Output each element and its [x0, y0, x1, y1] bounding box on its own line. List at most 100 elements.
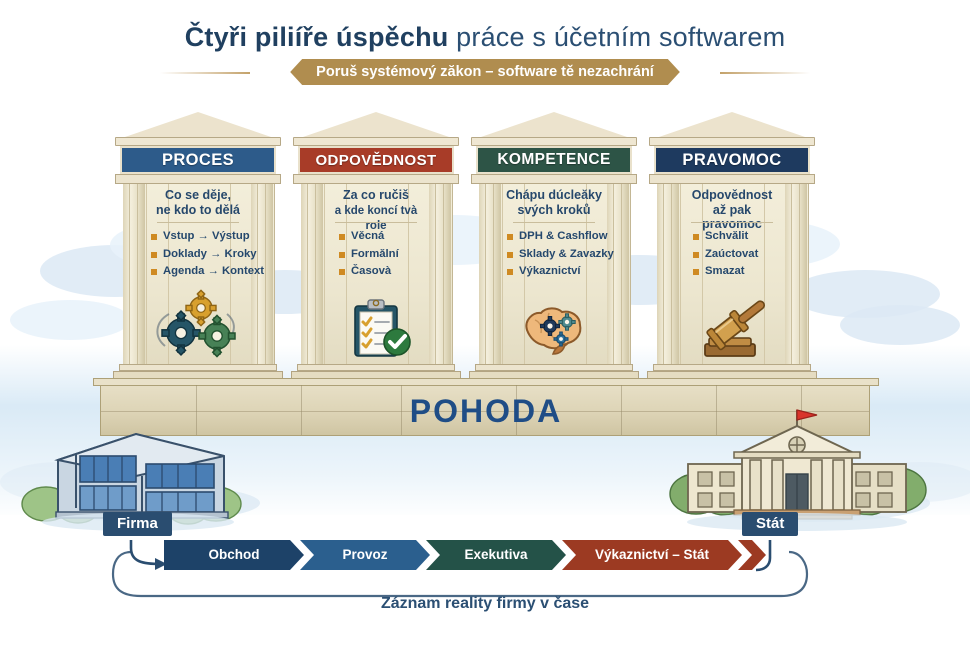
- flow-step-obchod[interactable]: Obchod: [164, 540, 304, 570]
- column-right: [251, 184, 273, 364]
- pillar-pravomoc[interactable]: PRAVOMOC Odpovědnost až pak pravomoc Sch…: [647, 108, 817, 388]
- subtitle-line-2: a kde koncí tvà role: [334, 204, 418, 233]
- bullet-square-icon: [151, 269, 157, 275]
- bullet-square-icon: [507, 269, 513, 275]
- pillar-bullets: DPH & Cashflow Sklady & Zavazky Výkaznic…: [507, 230, 614, 283]
- ribbon-rule-left: [160, 72, 250, 74]
- bullet-square-icon: [693, 269, 699, 275]
- bullet-square-icon: [339, 251, 345, 258]
- pillar-subtitle: Co se děje, ne kdo to dělá: [149, 188, 247, 217]
- pillar-kompetence[interactable]: KOMPETENCE Chápu dúcleăky svých kroků DP…: [469, 108, 639, 388]
- bullet-label: Doklady → Kroky: [163, 247, 257, 260]
- subtitle-ribbon-wrap: Poruš systémový zăkon – software tě neza…: [0, 59, 970, 87]
- gears-icon: [149, 289, 247, 358]
- bullet-square-icon: [151, 234, 157, 240]
- brain-gears-icon: [505, 300, 603, 358]
- cloud-shape: [840, 305, 960, 345]
- pillar-panel: Za co ručiš a kde koncí tvà role Věcná F…: [327, 188, 425, 360]
- stat-label: Stát: [742, 512, 799, 536]
- pediment: [299, 108, 453, 138]
- bullet-square-icon: [151, 251, 157, 258]
- flow-caption: Záznam reality firmy v čase: [380, 595, 590, 612]
- bullet-item: Časovà: [339, 265, 437, 278]
- pillar-subtitle: Odpovědnost až pak pravomoc: [683, 188, 781, 232]
- bullet-item: Agenda → Kontext: [151, 265, 264, 278]
- pillar-title: PROCES: [161, 150, 235, 169]
- process-flow: Obchod Provoz Exekutiva Výkaznictví – St…: [0, 540, 970, 600]
- capital: [115, 174, 281, 184]
- pillar-panel: Odpovědnost až pak pravomoc Schvălit Zaú…: [683, 188, 781, 360]
- pillar-bullets: Schvălit Zaúctovat Smazat: [693, 230, 791, 283]
- pediment: [121, 108, 275, 138]
- pillar-title: KOMPETENCE: [497, 151, 611, 168]
- entablature: [293, 137, 459, 146]
- bullet-item: Formălní: [339, 248, 437, 261]
- flow-step-provoz[interactable]: Provoz: [300, 540, 430, 570]
- bullet-item: Schvălit: [693, 230, 791, 243]
- subtitle-line-1: Chápu dúcleăky: [506, 188, 602, 202]
- bullet-label: Smazat: [705, 265, 745, 277]
- entablature: [115, 137, 281, 146]
- column-right: [607, 184, 629, 364]
- bullet-label: Sklady & Zavazky: [519, 247, 614, 260]
- pillar-proces[interactable]: PROCES Co se děje, ne kdo to dělá Vstup …: [113, 108, 283, 388]
- bullet-item: Sklady & Zavazky: [507, 248, 614, 261]
- column-right: [785, 184, 807, 364]
- flow-step-exekutiva[interactable]: Exekutiva: [426, 540, 566, 570]
- bullet-square-icon: [339, 269, 345, 275]
- bullet-item: Zaúctovat: [693, 248, 791, 261]
- bullet-label: Časovà: [351, 265, 392, 277]
- entablature: [471, 137, 637, 146]
- pediment: [477, 108, 631, 138]
- bullet-square-icon: [339, 234, 345, 240]
- ground-scene: Firma Stát: [0, 409, 970, 542]
- panel-divider: [513, 222, 595, 223]
- bullet-square-icon: [507, 234, 513, 240]
- column-left: [123, 184, 145, 364]
- bullet-square-icon: [507, 251, 513, 258]
- pediment: [655, 108, 809, 138]
- subtitle-line-1: Za co ručiš: [343, 188, 409, 202]
- bullet-label: Zaúctovat: [705, 247, 759, 260]
- subtitle-line-2: až pak pravomoc: [702, 202, 762, 232]
- subtitle-ribbon: Poruš systémový zăkon – software tě neza…: [290, 59, 680, 85]
- pillars-row: PROCES Co se děje, ne kdo to dělá Vstup …: [0, 108, 970, 388]
- pillar-odpovednost[interactable]: ODPOVĚDNOST Za co ručiš a kde koncí tvà …: [291, 108, 461, 388]
- pillar-subtitle: Za co ručiš a kde koncí tvà role: [327, 188, 425, 234]
- subtitle-line-1: Co se děje,: [165, 188, 231, 202]
- pillar-header-odpovednost: ODPOVĚDNOST: [298, 146, 454, 174]
- pillar-bullets: Věcná Formălní Časovà: [339, 230, 437, 283]
- bullet-square-icon: [693, 234, 699, 240]
- bullet-item: Smazat: [693, 265, 791, 278]
- flow-step-vykaznictvi-stat[interactable]: Výkaznictví – Stát: [562, 540, 742, 570]
- bullet-label: Schvălit: [705, 230, 749, 242]
- pillar-header-kompetence: KOMPETENCE: [476, 146, 632, 174]
- bullet-label: Formălní: [351, 247, 399, 260]
- firma-label: Firma: [103, 512, 172, 536]
- panel-divider: [691, 222, 773, 223]
- subtitle-line-2: svých kroků: [517, 202, 591, 217]
- bullet-label: Vstup → Výstup: [163, 230, 250, 242]
- capital: [471, 174, 637, 184]
- bullet-label: Výkaznictví: [519, 265, 581, 277]
- bullet-item: DPH & Cashflow: [507, 230, 608, 243]
- bullet-label: Věcná: [351, 230, 385, 242]
- subtitle-line-2: ne kdo to dělá: [155, 202, 241, 217]
- entablature: [649, 137, 815, 146]
- bullet-square-icon: [693, 251, 699, 258]
- foundation-label: POHODA: [409, 392, 563, 429]
- column-left: [479, 184, 501, 364]
- bullet-label: Agenda → Kontext: [163, 265, 265, 277]
- bullet-item: Věcná: [339, 230, 437, 243]
- pillar-bullets: Vstup → Výstup Doklady → Kroky Agenda → …: [151, 230, 264, 283]
- pillar-panel: Co se děje, ne kdo to dělá Vstup → Výstu…: [149, 188, 264, 360]
- clipboard-check-icon: [327, 299, 425, 358]
- bullet-item: Doklady → Kroky: [151, 248, 257, 261]
- firma-building-icon: [18, 424, 248, 534]
- pillar-header-pravomoc: PRAVOMOC: [654, 146, 810, 174]
- cloud-shape: [10, 300, 130, 340]
- foundation-block: POHODA: [93, 378, 879, 436]
- column-right: [429, 184, 451, 364]
- panel-divider: [335, 222, 417, 223]
